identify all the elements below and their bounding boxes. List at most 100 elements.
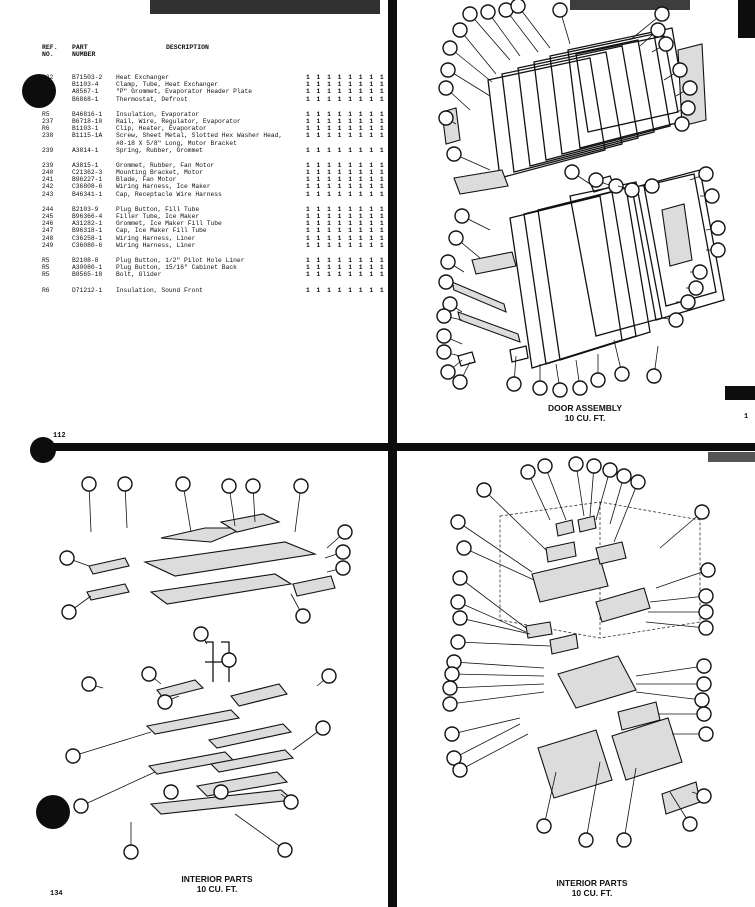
- description-cell: Wiring Harness, Liner: [116, 241, 196, 249]
- callout-leader-line: [596, 470, 610, 520]
- caption-interior-right-line1: INTERIOR PARTS: [556, 878, 628, 888]
- model-usage-marks: 1 1 1 1 1 1 1 1 1: [306, 271, 387, 279]
- callout-bubble: [437, 329, 451, 343]
- description-cell: Thermostat, Defrost: [116, 95, 188, 103]
- door-panels-upper: [488, 28, 688, 178]
- description-cell: Blade, Fan Motor: [116, 176, 177, 184]
- part-number-cell: B1115-1A: [72, 132, 103, 140]
- callout-bubble: [443, 297, 457, 311]
- callout-bubble: [587, 459, 601, 473]
- callout-bubble: [453, 571, 467, 585]
- callout-bubble: [615, 367, 629, 381]
- model-usage-marks: 1 1 1 1 1 1 1 1 1: [306, 205, 387, 213]
- callout-leader-line: [470, 14, 510, 60]
- ref-no-cell: 239: [42, 161, 54, 169]
- callout-bubble: [451, 595, 465, 609]
- callout-bubble: [222, 653, 236, 667]
- callout-bubble: [711, 243, 725, 257]
- callout-bubble: [453, 763, 467, 777]
- callout-leader-line: [89, 484, 91, 532]
- callout-leader-line: [460, 30, 496, 74]
- description-cell: Grommet, Ice Maker Fill Tube: [116, 220, 222, 228]
- callout-leader-line: [295, 486, 301, 532]
- interior-left-callouts: [60, 477, 352, 859]
- callout-bubble: [533, 381, 547, 395]
- binder-hole-top: [22, 74, 56, 108]
- callout-bubble: [477, 483, 491, 497]
- callout-leader-line: [458, 642, 550, 646]
- callout-leader-line: [646, 622, 706, 628]
- callout-bubble: [617, 469, 631, 483]
- callout-bubble: [124, 845, 138, 859]
- model-usage-marks: 1 1 1 1 1 1 1 1 1: [306, 190, 387, 198]
- callout-bubble: [697, 659, 711, 673]
- ref-no-cell: R6: [42, 286, 50, 294]
- ref-no-cell: 240: [42, 169, 54, 177]
- interior-right-components: [526, 516, 700, 814]
- callout-bubble: [336, 561, 350, 575]
- callout-bubble: [284, 795, 298, 809]
- model-usage-marks: 1 1 1 1 1 1 1 1 1: [306, 161, 387, 169]
- callout-bubble: [441, 255, 455, 269]
- ref-no-cell: 246: [42, 220, 54, 228]
- callout-bubble: [683, 817, 697, 831]
- model-usage-marks: 1 1 1 1 1 1 1 1 1: [306, 256, 387, 264]
- callout-leader-line: [590, 466, 594, 516]
- ref-no-cell: R5: [42, 110, 50, 118]
- scan-smudge-right-edge: [738, 0, 755, 38]
- part-number-cell: A8567-1: [72, 88, 99, 96]
- part-number-cell: C21362-3: [72, 169, 103, 177]
- callout-leader-line: [484, 490, 546, 550]
- part-number-cell: B6718-10: [72, 117, 103, 125]
- callout-bubble: [647, 369, 661, 383]
- callout-bubble: [445, 727, 459, 741]
- callout-bubble: [194, 627, 208, 641]
- part-number-cell: B46341-1: [72, 190, 103, 198]
- model-usage-marks: 1 1 1 1 1 1 1 1 1: [306, 88, 387, 96]
- caption-door-line2: 10 CU. FT.: [564, 413, 606, 423]
- model-usage-marks: 1 1 1 1 1 1 1 1 1: [306, 125, 387, 133]
- callout-bubble: [589, 173, 603, 187]
- callout-leader-line: [450, 692, 544, 704]
- callout-bubble: [699, 589, 713, 603]
- callout-bubble: [451, 515, 465, 529]
- callout-leader-line: [73, 732, 151, 756]
- callout-leader-line: [614, 482, 638, 542]
- description-cell: Insulation, Evaporator: [116, 110, 200, 118]
- callout-bubble: [651, 23, 665, 37]
- callout-bubble: [573, 381, 587, 395]
- part-number-cell: C36080-6: [72, 241, 103, 249]
- model-usage-marks: 1 1 1 1 1 1 1 1 1: [306, 74, 387, 81]
- part-number-cell: B6868-1: [72, 95, 99, 103]
- callout-leader-line: [464, 548, 534, 580]
- callout-bubble: [338, 525, 352, 539]
- callout-bubble: [699, 727, 713, 741]
- callout-bubble: [457, 541, 471, 555]
- callout-bubble: [669, 313, 683, 327]
- description-cell: Cap, Ice Maker Fill Tube: [116, 227, 207, 235]
- callout-bubble: [439, 275, 453, 289]
- callout-bubble: [569, 457, 583, 471]
- callout-bubble: [74, 799, 88, 813]
- callout-bubble: [66, 749, 80, 763]
- page-number-bottom-left: 134: [50, 890, 63, 898]
- model-usage-marks: 1 1 1 1 1 1 1 1 1: [306, 286, 387, 294]
- callout-bubble: [675, 117, 689, 131]
- caption-door-line1: DOOR ASSEMBLY: [548, 403, 622, 413]
- caption-interior-parts-right: INTERIOR PARTS 10 CU. FT.: [512, 878, 672, 898]
- caption-door-assembly: DOOR ASSEMBLY 10 CU. FT.: [505, 403, 665, 423]
- ref-no-cell: 244: [42, 205, 54, 213]
- callout-bubble: [322, 669, 336, 683]
- callout-bubble: [453, 375, 467, 389]
- callout-bubble: [437, 345, 451, 359]
